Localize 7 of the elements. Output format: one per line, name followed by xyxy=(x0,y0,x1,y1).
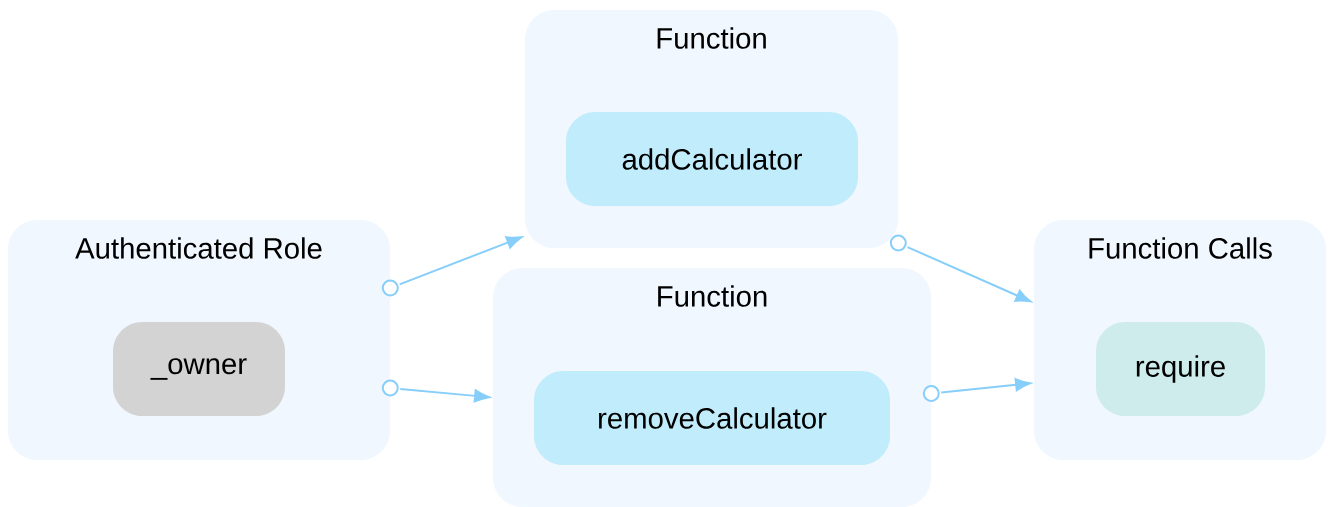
arrow xyxy=(922,378,1031,402)
function-box: removeCalculator xyxy=(534,371,890,465)
arrow xyxy=(889,234,1032,303)
function-box: require xyxy=(1096,322,1266,416)
function-box: _owner xyxy=(113,322,285,416)
function-box: addCalculator xyxy=(566,112,858,206)
arrow xyxy=(381,236,523,297)
